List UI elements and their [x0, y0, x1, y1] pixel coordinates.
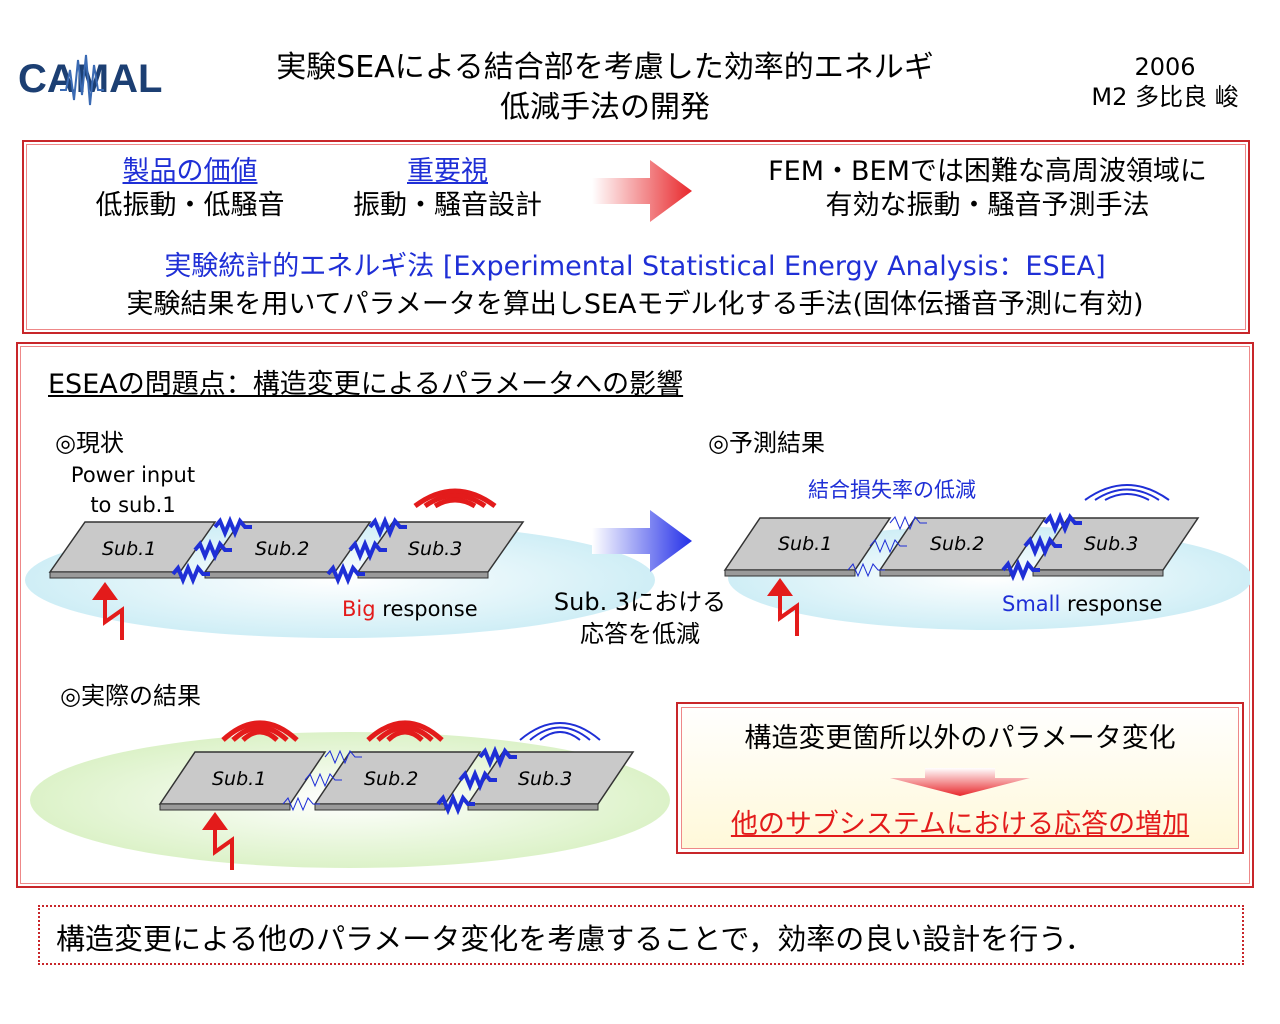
- plate-sub1: [723, 517, 892, 577]
- page-title: 実験SEAによる結合部を考慮した効率的エネルギ 低減手法の開発: [220, 48, 990, 128]
- value-text: 低振動・低騒音: [95, 190, 285, 221]
- problem-heading: ESEAの問題点：構造変更によるパラメータへの影響: [48, 369, 684, 400]
- small-response-label: Small response: [1002, 592, 1162, 616]
- current-sub2-label: Sub.2: [255, 538, 310, 560]
- arrow-caption: Sub. 3における 応答を低減: [530, 586, 750, 650]
- big-response-wave-icon-sub2: [366, 720, 444, 742]
- small-response-wave-icon: [1084, 484, 1170, 501]
- blue-right-arrow-icon: [592, 510, 692, 572]
- power-input-label: Power input to sub.1: [58, 460, 208, 520]
- power-input-line-2: to sub.1: [90, 493, 176, 517]
- actual-sub2-label: Sub.2: [364, 768, 419, 790]
- title-line-2: 低減手法の開発: [500, 90, 710, 125]
- result-line-2: 他のサブシステムにおける応答の増加: [730, 809, 1190, 840]
- meta-info: 2006 M2 多比良 峻: [1070, 52, 1260, 112]
- actual-diagram: [30, 720, 670, 870]
- springs-strong: [436, 745, 517, 816]
- value-block: 製品の価値 低振動・低騒音: [90, 155, 290, 223]
- big-response-label: Big response: [342, 597, 478, 621]
- actual-sub3-label: Sub.3: [518, 768, 573, 790]
- actual-label: ◎実際の結果: [60, 682, 201, 710]
- springs-strong: [1001, 511, 1082, 582]
- springs-weak: [847, 515, 927, 578]
- power-input-arrow-icon: [767, 578, 799, 636]
- prediction-diagram: [723, 484, 1250, 636]
- emphasis-heading: 重要視: [407, 156, 488, 187]
- plate-sub2: [878, 517, 1047, 577]
- esea-description: 実験結果を用いてパラメータを算出しSEAモデル化する手法(固体伝播音予測に有効): [126, 289, 1144, 320]
- big-response-wave-icon: [413, 488, 497, 509]
- prediction-sub1-label: Sub.1: [778, 533, 833, 555]
- year: 2006: [1134, 53, 1196, 81]
- prediction-sub3-label: Sub.3: [1084, 533, 1139, 555]
- prediction-label: ◎予測結果: [708, 429, 825, 457]
- conclusion-text: 構造変更による他のパラメータ変化を考慮することで，効率の良い設計を行う．: [56, 922, 1094, 956]
- red-down-arrow-icon: [890, 768, 1030, 796]
- arrow-caption-line-2: 応答を低減: [580, 620, 700, 648]
- big-word: Big: [342, 597, 376, 621]
- small-word: Small: [1002, 592, 1061, 616]
- plate-sub1: [158, 751, 327, 811]
- big-response-wave-icon-sub1: [221, 720, 299, 742]
- result-line-1: 構造変更箇所以外のパラメータ変化: [744, 723, 1176, 754]
- title-line-1: 実験SEAによる結合部を考慮した効率的エネルギ: [276, 50, 934, 85]
- current-state-diagram: [25, 488, 655, 640]
- esea-name: 実験統計的エネルギ法 [Experimental Statistical Ene…: [164, 251, 1106, 282]
- current-state-label: ◎現状: [55, 429, 124, 457]
- red-right-arrow-icon: [592, 160, 692, 222]
- fem-line-2: 有効な振動・騒音予測手法: [825, 190, 1150, 221]
- plate-sub1: [48, 521, 217, 579]
- springs-weak: [282, 749, 362, 812]
- value-heading: 製品の価値: [122, 156, 258, 187]
- actual-sub1-label: Sub.1: [212, 768, 267, 790]
- problem-box: [16, 342, 1254, 888]
- power-input-arrow-icon: [202, 812, 234, 870]
- plate-sub3: [466, 751, 635, 811]
- power-input-arrow-icon: [92, 582, 124, 640]
- power-input-line-1: Power input: [70, 463, 196, 487]
- prediction-sub2-label: Sub.2: [930, 533, 985, 555]
- response-word: response: [1067, 592, 1163, 616]
- intro-box: [22, 140, 1250, 334]
- arrow-caption-line-1: Sub. 3における: [553, 588, 727, 616]
- current-sub1-label: Sub.1: [102, 538, 157, 560]
- small-response-wave-icon: [519, 722, 601, 741]
- springs-strong: [171, 515, 407, 586]
- current-sub3-label: Sub.3: [408, 538, 463, 560]
- camal-logo: CAMAL: [18, 50, 178, 110]
- fem-line-1: FEM・BEMでは困難な高周波領域に: [768, 156, 1207, 187]
- author: M2 多比良 峻: [1091, 83, 1239, 111]
- emphasis-block: 重要視 振動・騒音設計: [340, 155, 555, 223]
- plate-sub3: [1031, 517, 1200, 577]
- conclusion-box: [38, 905, 1244, 965]
- logo-wave-icon: [60, 54, 104, 106]
- plate-sub2: [313, 751, 482, 811]
- emphasis-text: 振動・騒音設計: [353, 190, 542, 221]
- coupling-loss-label: 結合損失率の低減: [808, 478, 976, 502]
- fem-block: FEM・BEMでは困難な高周波領域に 有効な振動・騒音予測手法: [730, 155, 1245, 223]
- response-word: response: [382, 597, 478, 621]
